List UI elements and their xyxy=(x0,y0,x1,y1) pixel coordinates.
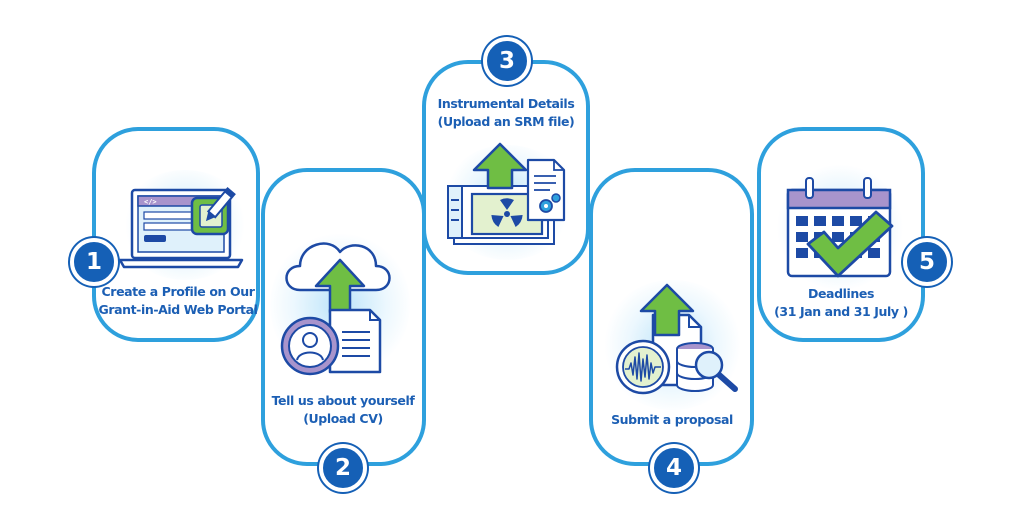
cloud-upload-cv-icon xyxy=(280,242,391,376)
step-3-number-badge: 3 xyxy=(483,37,531,85)
step-2-label: Tell us about yourself (Upload CV) xyxy=(271,393,415,426)
svg-text:</>: </> xyxy=(144,198,157,206)
step-1-label: Create a Profile on Our Grant-in-Aid Web… xyxy=(98,284,258,317)
step-3-label: Instrumental Details (Upload an SRM file… xyxy=(437,96,575,129)
upload-srm-file-icon xyxy=(447,142,566,245)
step-1-number-badge: 1 xyxy=(70,238,118,286)
step-2-number-badge: 2 xyxy=(319,444,367,492)
calendar-check-icon xyxy=(786,177,894,278)
step-5-number-badge: 5 xyxy=(903,238,951,286)
laptop-form-pencil-icon: </> xyxy=(118,186,244,269)
submit-proposal-data-icon xyxy=(615,283,738,395)
step-5-label: Deadlines (31 Jan and 31 July ) xyxy=(774,286,908,319)
step-4-label: Submit a proposal xyxy=(611,412,733,427)
step-4-number-badge: 4 xyxy=(650,444,698,492)
